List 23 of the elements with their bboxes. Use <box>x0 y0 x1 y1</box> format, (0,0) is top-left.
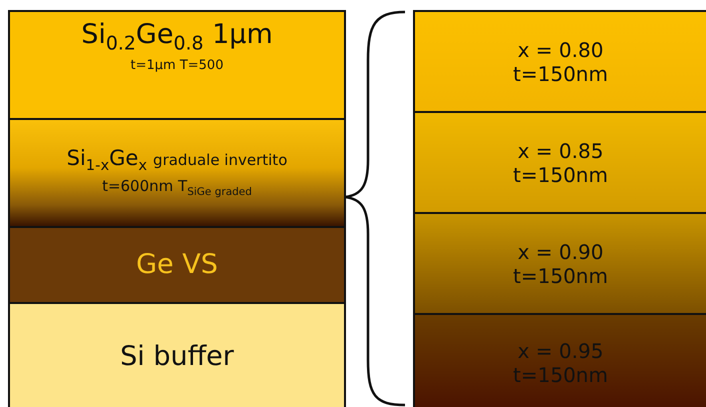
sublayer-box <box>413 10 706 113</box>
thickness-label: t=150nm <box>513 62 608 86</box>
graded-layer-box <box>8 118 346 228</box>
layer-parameters: t=1μm T=500 <box>130 58 224 74</box>
sublayer-box <box>413 212 706 315</box>
composition-label: x = 0.90 <box>518 240 604 264</box>
composition-label: x = 0.95 <box>518 339 604 363</box>
layer-label: Si$_{1-x}$Ge$_{x}$ <box>66 146 148 177</box>
layer-parameters: t=600nm T$_{SiGe graded}$ <box>102 178 252 200</box>
thickness-label: t=150nm <box>513 363 608 387</box>
thickness-label: t=150nm <box>513 264 608 288</box>
sublayer-box <box>413 313 706 407</box>
layer-box <box>8 10 346 120</box>
composition-label: x = 0.85 <box>518 138 604 162</box>
layer-note: graduale invertito <box>153 153 288 168</box>
layer-label: Si buffer <box>120 342 234 372</box>
layer-label: Si$_{0.2}$Ge$_{0.8}$ 1μm <box>81 20 273 56</box>
thickness-label: t=150nm <box>513 162 608 186</box>
composition-label: x = 0.80 <box>518 38 604 62</box>
layer-box <box>8 302 346 407</box>
layer-label: Ge VS <box>136 250 218 280</box>
layer-box <box>8 226 346 304</box>
sublayer-box <box>413 111 706 214</box>
